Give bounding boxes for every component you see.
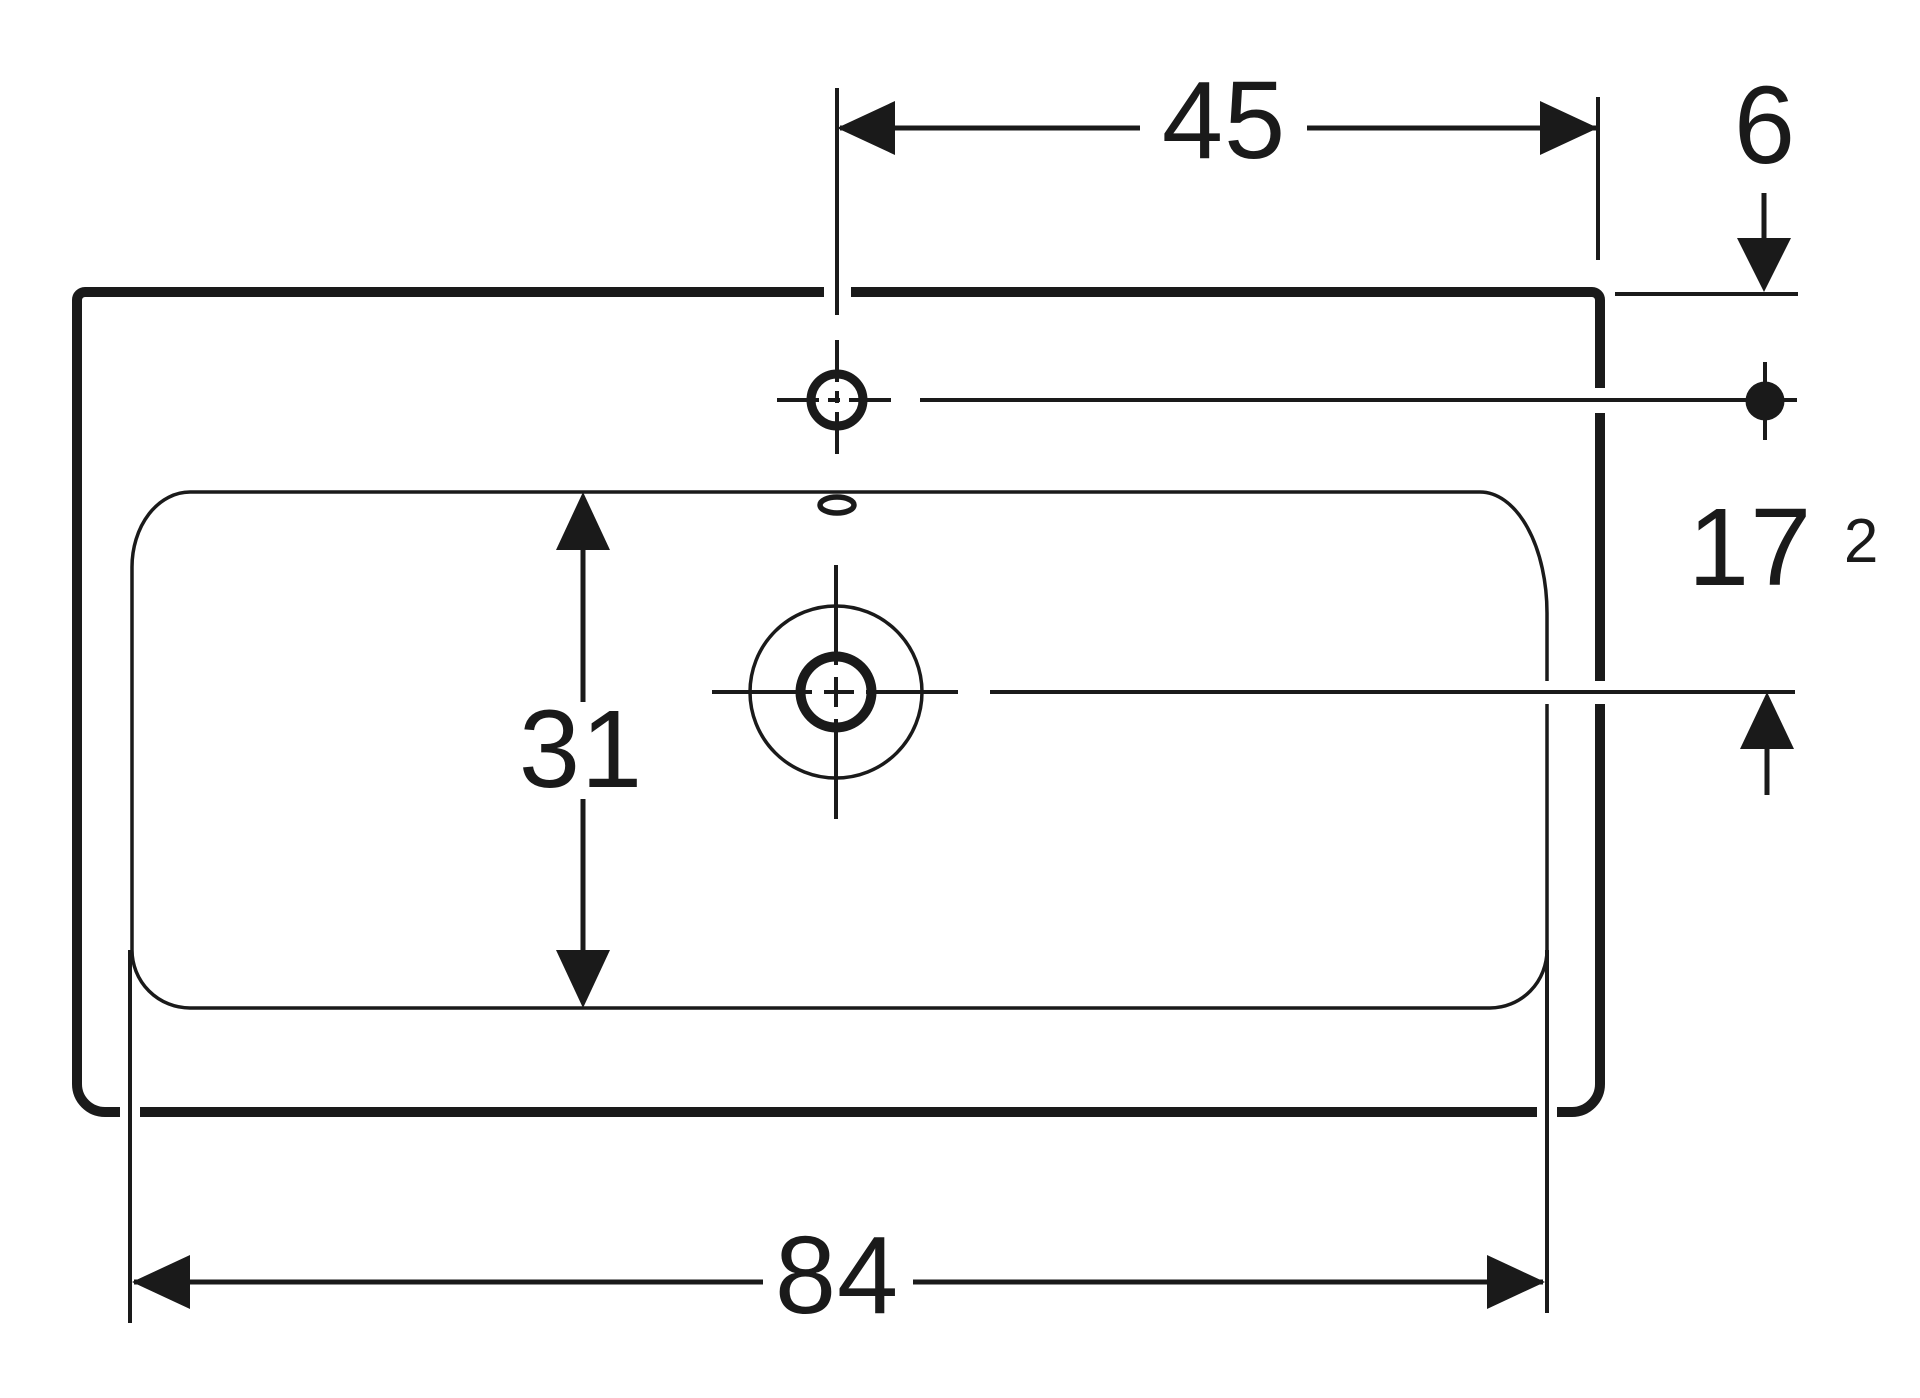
extension-lines	[128, 88, 1600, 1323]
dim-45-label: 45	[1162, 59, 1286, 182]
arrowhead-down-icon	[556, 950, 610, 1008]
dim-84-label: 84	[775, 1214, 899, 1337]
faucet-hole	[806, 369, 868, 431]
dim-31-label: 31	[519, 688, 643, 811]
arrowhead-right-icon	[1487, 1255, 1545, 1309]
dim-6-label: 6	[1734, 64, 1796, 187]
faucet-hole-crosshair	[777, 340, 898, 457]
overflow-slot	[817, 494, 857, 516]
drain-waste-hole	[795, 651, 877, 733]
arrowhead-up-icon	[1740, 692, 1794, 749]
arrowhead-left-icon	[837, 101, 895, 155]
dim-17-value: 17	[1688, 486, 1812, 609]
reference-lines	[920, 292, 1798, 694]
marker-dot-icon	[1745, 381, 1785, 421]
drain-outer-rim	[748, 604, 924, 780]
arrowhead-down-icon	[1737, 238, 1791, 292]
dimension-17: 17 2	[1688, 486, 1879, 795]
inner-bowl-outline	[130, 490, 1549, 1010]
dimension-45: 45	[837, 59, 1598, 182]
dimension-31: 31	[519, 492, 643, 1008]
outer-basin-outline	[72, 287, 1605, 1117]
arrowhead-left-icon	[132, 1255, 190, 1309]
arrowhead-right-icon	[1540, 101, 1598, 155]
dimension-84: 84	[132, 1214, 1545, 1337]
arrowhead-up-icon	[556, 492, 610, 550]
drain-crosshair	[712, 565, 958, 823]
dim-17-superscript: 2	[1844, 507, 1879, 576]
faucet-axis-marker	[1745, 362, 1785, 440]
dim-17-label: 17 2	[1688, 486, 1879, 609]
dimension-6: 6	[1734, 64, 1796, 292]
